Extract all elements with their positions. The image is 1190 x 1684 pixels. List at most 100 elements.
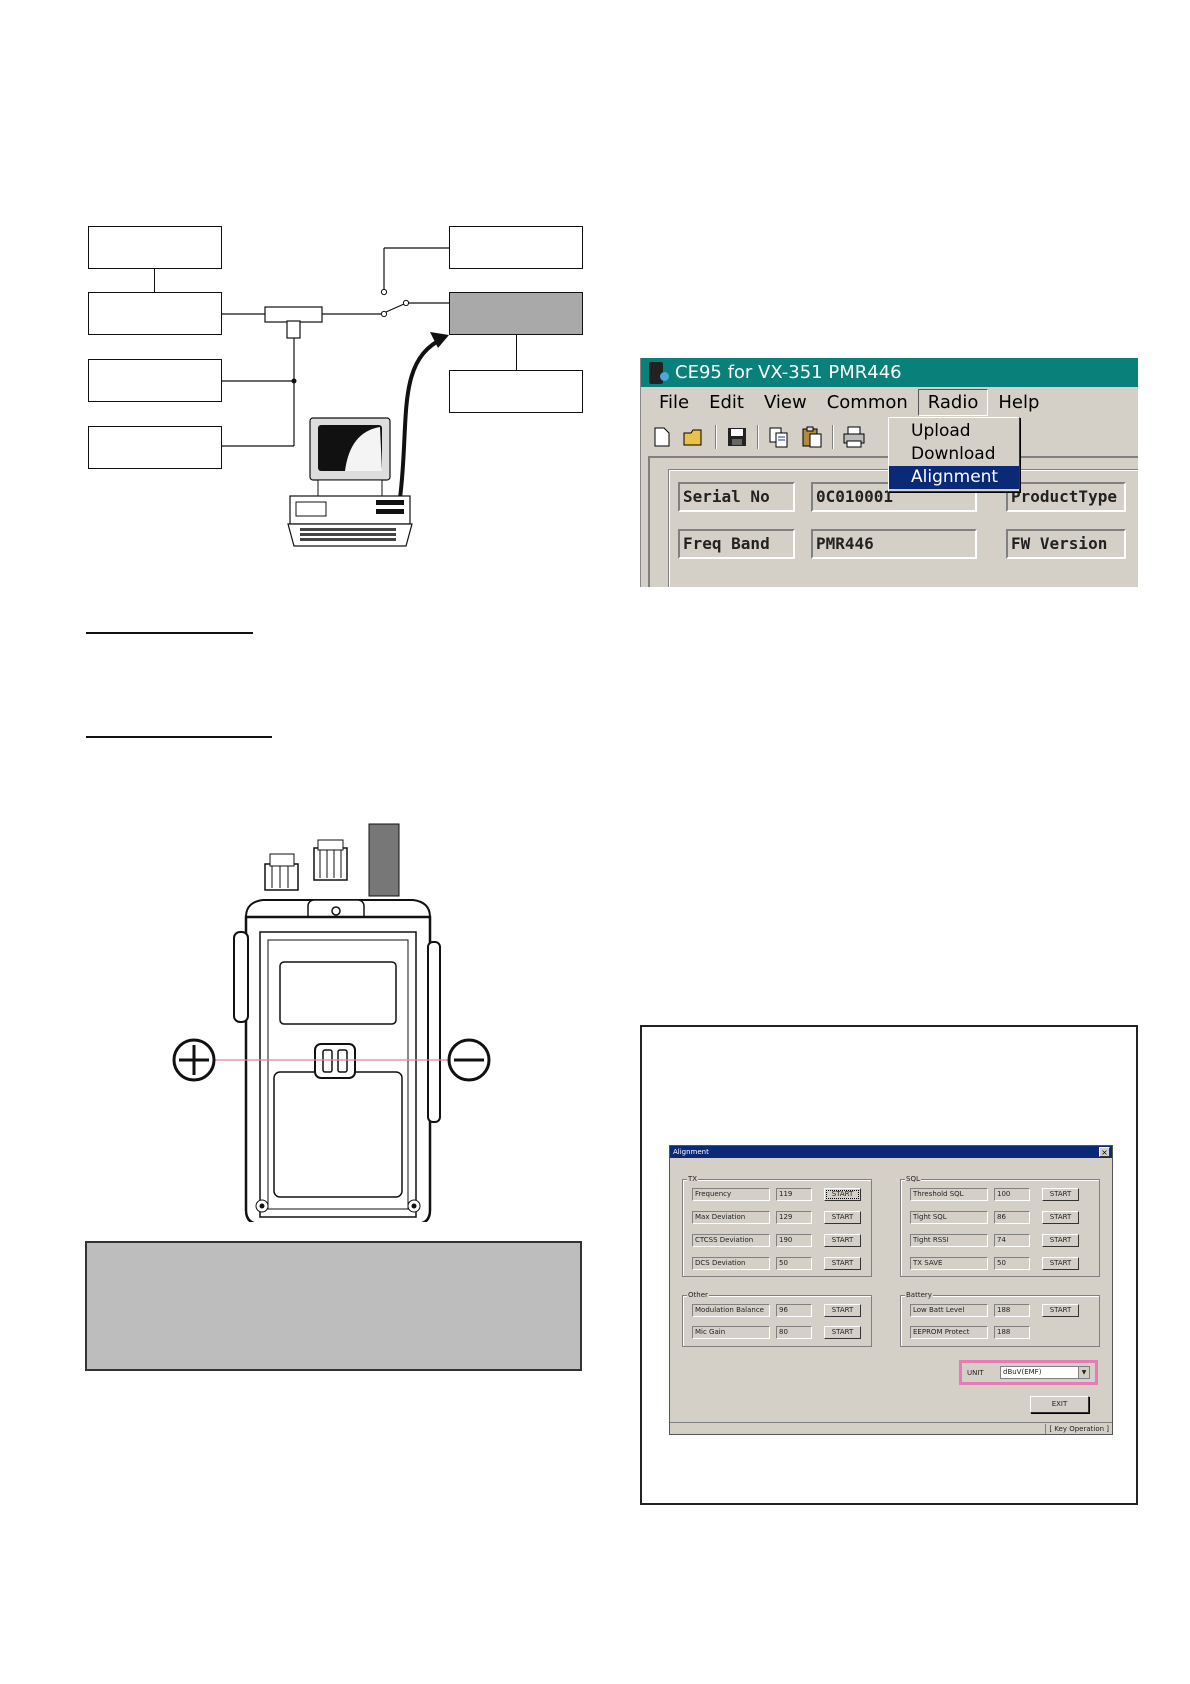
close-icon[interactable]: ×: [1099, 1147, 1110, 1157]
ce95-program-window: CE95 for VX-351 PMR446 File Edit View Co…: [640, 358, 1138, 587]
radio-app-icon: [649, 362, 669, 384]
toolbar-separator: [757, 425, 759, 449]
unit-select-value: dBuV(EMF): [1003, 1368, 1042, 1376]
tx-row-max-deviation: Max Deviation 129 START: [692, 1211, 861, 1224]
row-value-field[interactable]: 119: [776, 1188, 812, 1201]
product-type-label: ProductType: [1006, 482, 1126, 512]
tx-row-frequency: Frequency 119 START: [692, 1188, 861, 1201]
status-bar: [ Key Operation ]: [670, 1422, 1112, 1434]
alignment-title: Alignment: [673, 1148, 709, 1156]
freq-band-label: Freq Band: [678, 529, 795, 559]
row-value-field[interactable]: 96: [776, 1304, 812, 1317]
row-label: Modulation Balance: [692, 1304, 770, 1317]
section-heading-underline-2: [86, 736, 272, 738]
unit-select[interactable]: dBuV(EMF) ▼: [1000, 1366, 1090, 1379]
start-button[interactable]: START: [824, 1326, 861, 1339]
menu-help[interactable]: Help: [998, 392, 1040, 413]
diagram-box-left-1: [88, 226, 222, 269]
row-value-field[interactable]: 188: [994, 1326, 1030, 1339]
diagram-connector: [154, 269, 155, 292]
row-label: TX SAVE: [910, 1257, 988, 1270]
toolbar-separator: [715, 425, 717, 449]
row-label: DCS Deviation: [692, 1257, 770, 1270]
sql-group: SQL Threshold SQL 100 START Tight SQL 86…: [900, 1175, 1100, 1277]
menu-edit[interactable]: Edit: [709, 392, 744, 413]
row-value-field[interactable]: 50: [994, 1257, 1030, 1270]
tx-row-ctcss-deviation: CTCSS Deviation 190 START: [692, 1234, 861, 1247]
battery-contacts-icon: [314, 1043, 356, 1079]
start-button[interactable]: START: [1042, 1211, 1079, 1224]
menu-item-upload[interactable]: Upload: [911, 421, 971, 441]
diagram-connector: [516, 335, 517, 370]
sql-row-tight-rssi: Tight RSSI 74 START: [910, 1234, 1079, 1247]
alignment-figure-frame: Alignment × TX Frequency 119 START Max D…: [640, 1025, 1138, 1505]
diagram-box-right-bottom: [449, 370, 583, 413]
toolbar-separator: [832, 425, 834, 449]
tx-row-dcs-deviation: DCS Deviation 50 START: [692, 1257, 861, 1270]
row-label: Low Batt Level: [910, 1304, 988, 1317]
computer-icon: [287, 417, 413, 547]
battery-group-label: Battery: [905, 1291, 933, 1299]
start-button[interactable]: START: [1042, 1188, 1079, 1201]
other-row-modulation-balance: Modulation Balance 96 START: [692, 1304, 861, 1317]
open-folder-icon[interactable]: [682, 425, 708, 449]
radio-battery-contacts-illustration: [172, 823, 491, 1222]
t-coupler-stem: [286, 320, 301, 339]
row-label: Tight RSSI: [910, 1234, 988, 1247]
sql-row-tx-save: TX SAVE 50 START: [910, 1257, 1079, 1270]
chevron-down-icon[interactable]: ▼: [1078, 1367, 1089, 1378]
save-disk-icon[interactable]: [724, 425, 750, 449]
note-box: [85, 1241, 582, 1371]
menu-radio[interactable]: Radio: [917, 389, 989, 416]
print-icon[interactable]: [841, 425, 867, 449]
unit-label: UNIT: [967, 1368, 984, 1377]
menu-item-alignment[interactable]: Alignment: [889, 466, 1019, 489]
start-button[interactable]: START: [1042, 1257, 1079, 1270]
menu-view[interactable]: View: [763, 392, 807, 413]
row-label: CTCSS Deviation: [692, 1234, 770, 1247]
freq-band-value: PMR446: [811, 529, 977, 559]
start-button[interactable]: START: [824, 1234, 861, 1247]
sql-row-tight-sql: Tight SQL 86 START: [910, 1211, 1079, 1224]
new-file-icon[interactable]: [649, 425, 675, 449]
row-label: Frequency: [692, 1188, 770, 1201]
exit-button[interactable]: EXIT: [1030, 1396, 1089, 1413]
alignment-title-bar: Alignment ×: [670, 1146, 1112, 1158]
key-operation-status: [ Key Operation ]: [1045, 1424, 1109, 1434]
other-row-mic-gain: Mic Gain 80 START: [692, 1326, 861, 1339]
menu-bar: File Edit View Common Radio Help: [641, 387, 1138, 418]
serial-no-label: Serial No: [678, 482, 795, 512]
volume-knob-icon: [264, 853, 299, 891]
ce95-title-text: CE95 for VX-351 PMR446: [675, 362, 902, 383]
start-button[interactable]: START: [1042, 1304, 1079, 1317]
paste-icon[interactable]: [799, 425, 825, 449]
copy-icon[interactable]: [766, 425, 792, 449]
menu-common[interactable]: Common: [826, 392, 908, 413]
start-button[interactable]: START: [824, 1257, 861, 1270]
diagram-wiring: [222, 247, 449, 547]
row-value-field[interactable]: 86: [994, 1211, 1030, 1224]
row-value-field[interactable]: 74: [994, 1234, 1030, 1247]
row-label: Max Deviation: [692, 1211, 770, 1224]
start-button[interactable]: START: [1042, 1234, 1079, 1247]
menu-item-download[interactable]: Download: [911, 444, 996, 464]
row-value-field[interactable]: 190: [776, 1234, 812, 1247]
alignment-window: Alignment × TX Frequency 119 START Max D…: [669, 1145, 1113, 1435]
row-value-field[interactable]: 100: [994, 1188, 1030, 1201]
toolbar: [649, 422, 867, 452]
start-button[interactable]: START: [824, 1188, 861, 1201]
row-value-field[interactable]: 129: [776, 1211, 812, 1224]
minus-terminal-icon: [447, 1038, 491, 1082]
start-button[interactable]: START: [824, 1304, 861, 1317]
start-button[interactable]: START: [824, 1211, 861, 1224]
section-heading-underline-1: [86, 632, 253, 634]
plus-terminal-icon: [172, 1038, 216, 1082]
menu-file[interactable]: File: [659, 392, 690, 413]
tx-group: TX Frequency 119 START Max Deviation 129…: [682, 1175, 872, 1277]
row-value-field[interactable]: 50: [776, 1257, 812, 1270]
other-group: Other Modulation Balance 96 START Mic Ga…: [682, 1291, 872, 1347]
sql-row-threshold: Threshold SQL 100 START: [910, 1188, 1079, 1201]
unit-selector-highlight: UNIT dBuV(EMF) ▼: [959, 1360, 1098, 1385]
row-value-field[interactable]: 188: [994, 1304, 1030, 1317]
row-value-field[interactable]: 80: [776, 1326, 812, 1339]
